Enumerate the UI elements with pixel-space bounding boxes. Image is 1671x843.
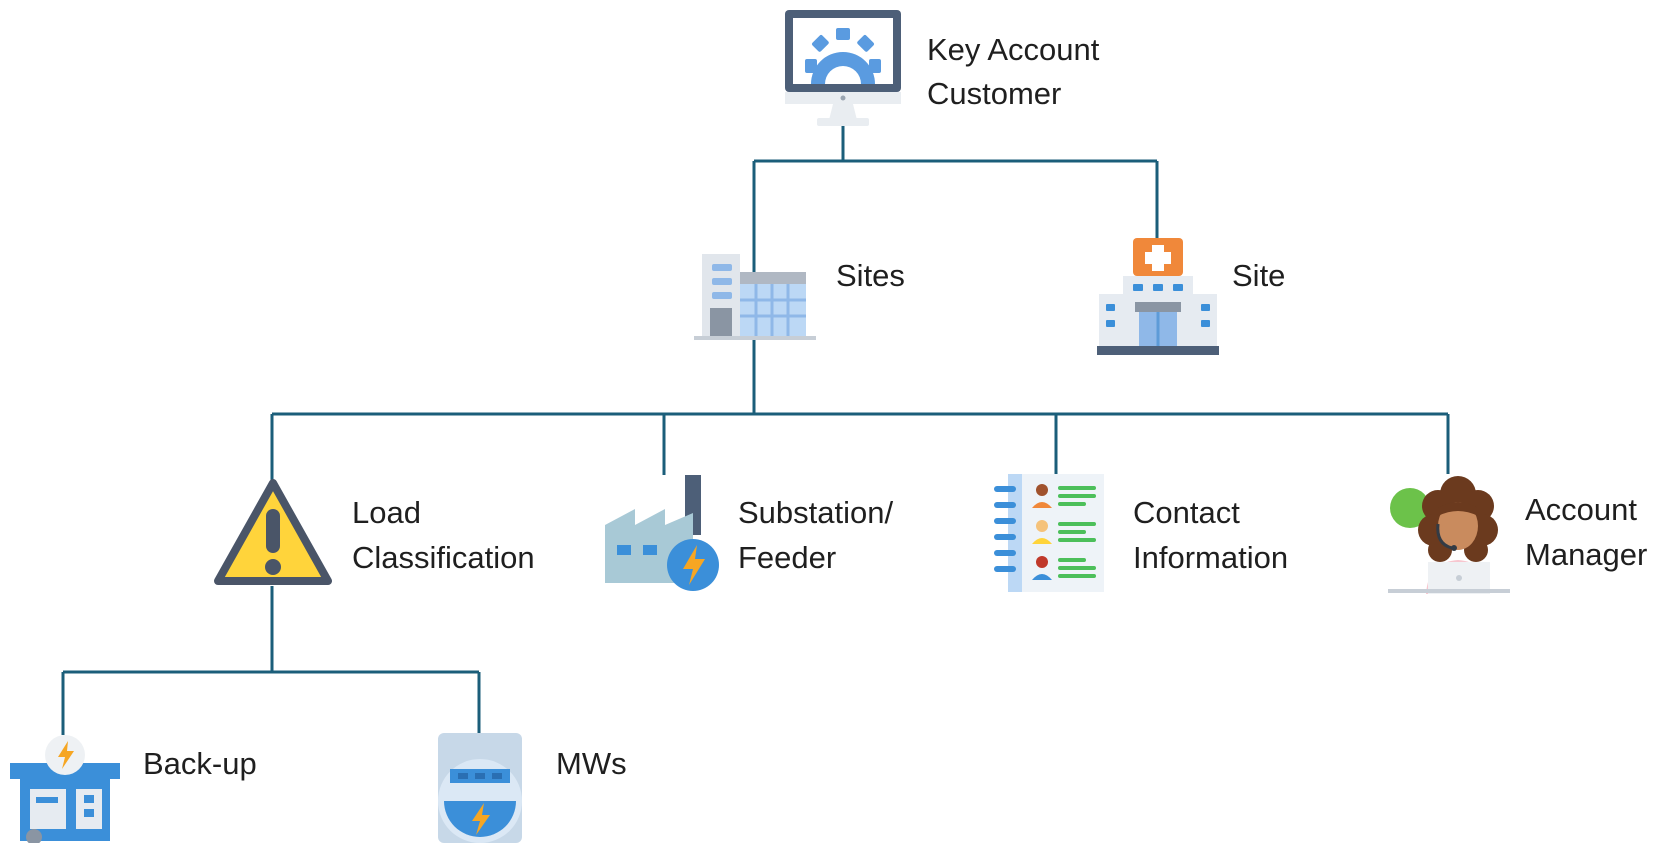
root-label-line1: Key Account xyxy=(927,32,1100,67)
load-classification-label-line2: Classification xyxy=(352,540,535,575)
account-manager-label-line2: Manager xyxy=(1525,537,1648,572)
substation-label-line2: Feeder xyxy=(738,540,837,575)
power-factory-icon xyxy=(605,475,719,591)
contact-label-line2: Information xyxy=(1133,540,1289,575)
office-building-icon xyxy=(694,254,816,340)
power-meter-icon xyxy=(438,733,522,843)
account-manager-label-line1: Account xyxy=(1525,492,1638,527)
computer-gear-icon xyxy=(785,10,901,126)
load-classification-label-line1: Load xyxy=(352,495,421,530)
backup-label: Back-up xyxy=(143,746,257,781)
sites-label: Sites xyxy=(836,258,905,293)
hospital-building-icon xyxy=(1097,238,1219,355)
generator-icon xyxy=(10,735,120,843)
site-label: Site xyxy=(1232,258,1286,293)
support-agent-icon xyxy=(1388,476,1510,594)
contact-label-line1: Contact xyxy=(1133,495,1240,530)
substation-label-line1: Substation/ xyxy=(738,495,894,530)
mws-label: MWs xyxy=(556,746,627,781)
warning-icon xyxy=(214,479,332,585)
root-label-line2: Customer xyxy=(927,76,1062,111)
contact-notebook-icon xyxy=(994,474,1104,592)
